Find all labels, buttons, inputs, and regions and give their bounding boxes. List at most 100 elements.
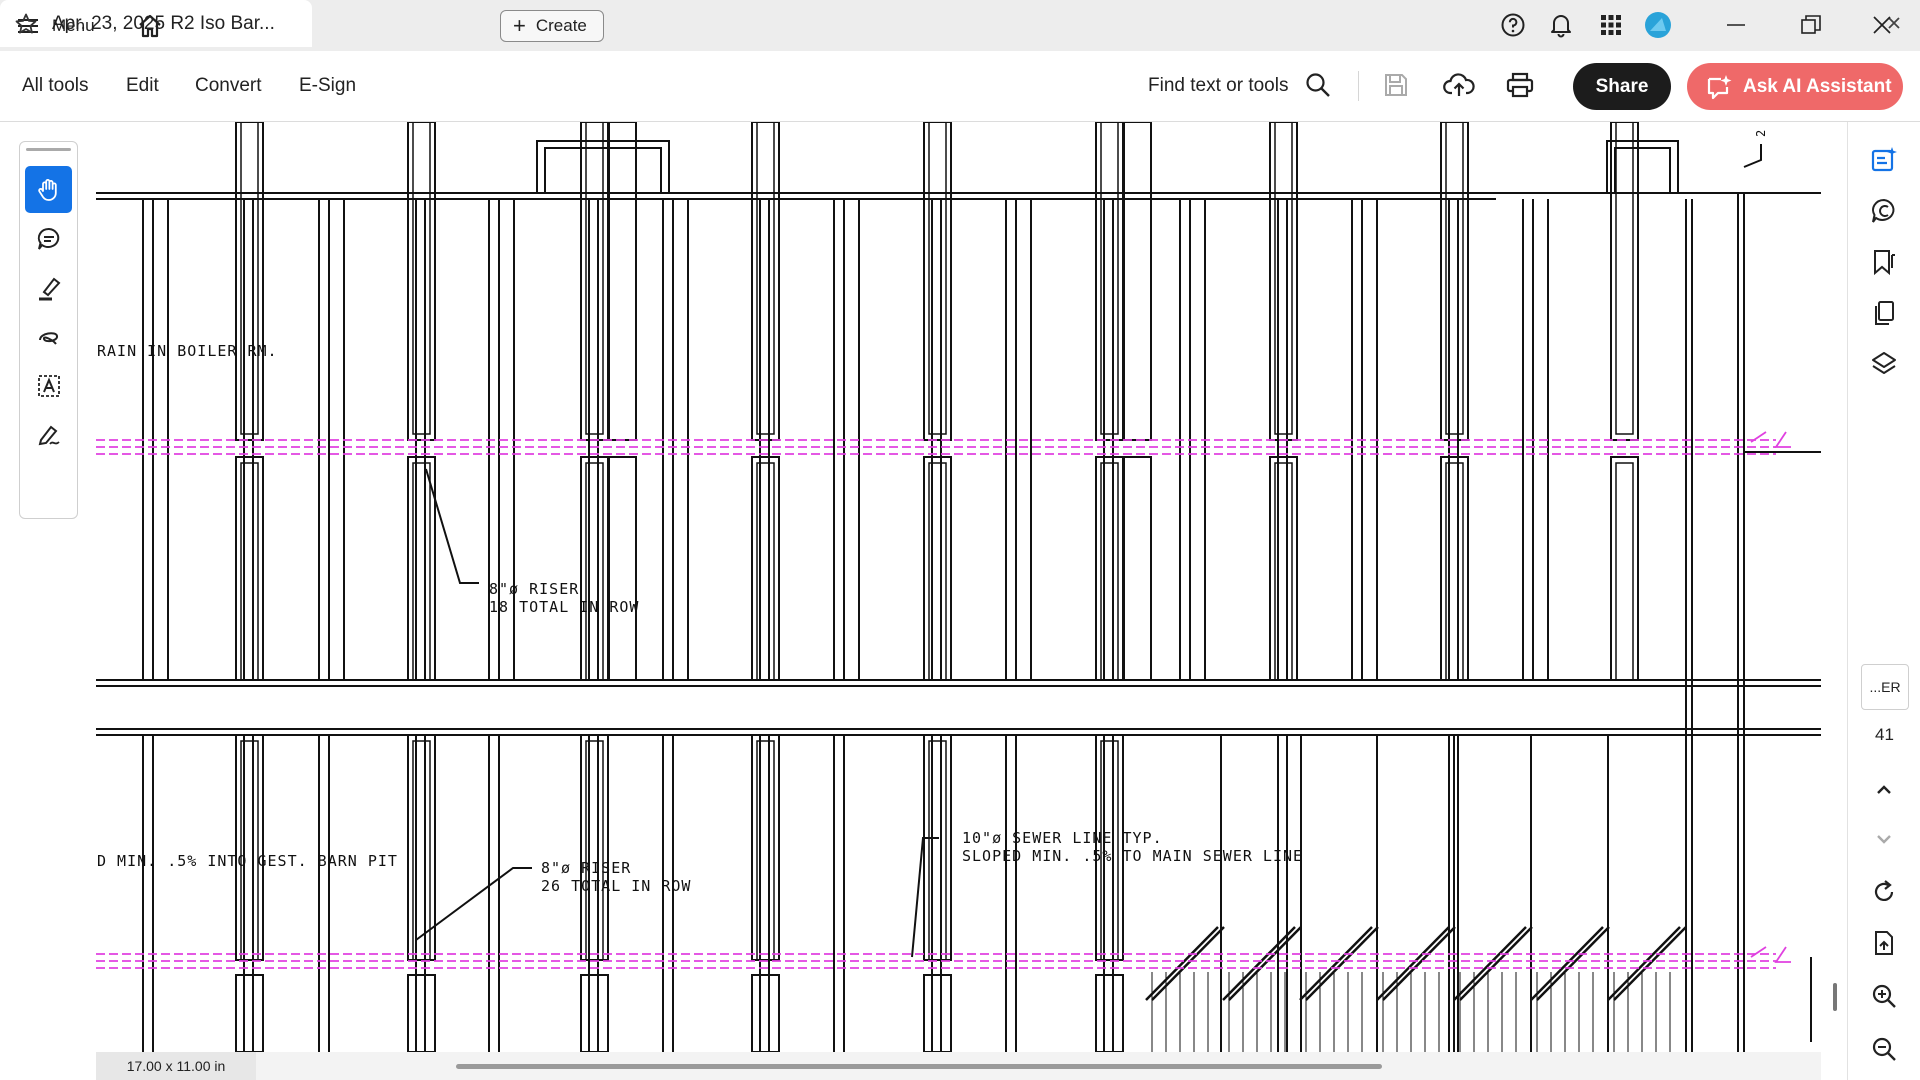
riser-pipe	[407, 974, 436, 1052]
document-canvas[interactable]: RAIN IN BOILER RM. 8"ø RISER 18 TOTAL IN…	[96, 122, 1821, 1052]
search-icon[interactable]	[1304, 71, 1332, 104]
minimize-icon[interactable]	[1725, 14, 1747, 41]
riser-pipe	[412, 122, 431, 435]
riser-pipe	[412, 740, 431, 961]
restore-icon[interactable]	[1800, 14, 1822, 41]
page-size-label: 17.00 x 11.00 in	[96, 1052, 256, 1080]
riser-pipe	[585, 122, 604, 435]
hatch-diagonal	[1607, 926, 1681, 1001]
zoom-in-icon[interactable]	[1870, 982, 1898, 1015]
right-panel-rail: ...ER 41	[1847, 122, 1920, 1080]
ask-ai-assistant-button[interactable]: Ask AI Assistant	[1687, 63, 1903, 110]
convert-menu[interactable]: Convert	[195, 75, 262, 96]
label-riser-bottom-1: 8"ø RISER	[541, 859, 631, 877]
esign-menu[interactable]: E-Sign	[299, 75, 357, 96]
help-icon[interactable]	[1500, 12, 1526, 43]
label-sewer-2: SLOPED MIN. .5% TO MAIN SEWER LINE	[962, 847, 1303, 865]
close-icon[interactable]	[1884, 13, 1904, 38]
edit-menu[interactable]: Edit	[126, 75, 159, 96]
upload-cloud-icon[interactable]	[1443, 71, 1475, 104]
file-export-icon[interactable]	[1870, 929, 1898, 962]
riser-pipe	[407, 122, 436, 441]
hatch-diagonal	[1151, 926, 1225, 1001]
pages-icon[interactable]	[1870, 299, 1898, 332]
comments-icon[interactable]	[1870, 197, 1898, 230]
riser-pipe	[751, 456, 780, 681]
highlighter-icon	[39, 277, 61, 301]
find-tools-button[interactable]: Find text or tools	[1148, 75, 1289, 96]
tab-title: Apr. 23, 2025 R2 Iso Bar...	[52, 13, 275, 34]
arrow-mark	[1774, 946, 1791, 963]
status-bar: 17.00 x 11.00 in	[96, 1052, 1821, 1080]
vertical-scrollbar[interactable]	[1833, 983, 1837, 1011]
hatch-diagonal	[1228, 926, 1302, 1001]
avatar[interactable]	[1644, 11, 1672, 44]
layers-icon[interactable]	[1870, 350, 1898, 383]
create-button[interactable]: + Create	[500, 10, 604, 42]
comment-tool[interactable]	[25, 215, 72, 262]
plus-icon: +	[513, 13, 526, 38]
riser-pipe	[1095, 456, 1124, 681]
chevron-down-icon[interactable]	[1870, 825, 1898, 858]
label-slope-pit: D MIN. .5% INTO GEST. BARN PIT	[97, 852, 398, 870]
riser-pipe	[1445, 462, 1464, 681]
draw-tool[interactable]	[25, 313, 72, 360]
riser-pipe	[756, 462, 775, 681]
tab-bar: Menu Apr. 23, 2025 R2 Iso Bar... + Creat…	[0, 0, 1920, 52]
hatch-diagonal	[1453, 926, 1527, 1001]
save-icon[interactable]	[1382, 71, 1410, 104]
arrow-mark	[1750, 431, 1767, 443]
all-tools-menu[interactable]: All tools	[22, 75, 89, 96]
page-number[interactable]: 41	[1875, 725, 1894, 744]
riser-pipe	[407, 456, 436, 681]
apps-grid-icon[interactable]	[1598, 12, 1624, 43]
document-tab[interactable]: Apr. 23, 2025 R2 Iso Bar...	[0, 0, 1900, 47]
share-button[interactable]: Share	[1573, 63, 1671, 110]
hatch-diagonal	[1459, 926, 1533, 1001]
riser-pipe	[235, 456, 264, 681]
riser-pipe	[585, 462, 604, 681]
riser-pipe	[923, 122, 952, 441]
freehand-icon	[39, 332, 58, 345]
ai-assistant-label: Ask AI Assistant	[1743, 76, 1892, 97]
hatch-diagonal	[1299, 926, 1373, 1001]
riser-pipe	[235, 974, 264, 1052]
bookmarks-icon[interactable]	[1870, 248, 1898, 281]
riser-pipe	[1095, 974, 1124, 1052]
hatch-diagonal	[1530, 926, 1604, 1001]
riser-pipe	[923, 974, 952, 1052]
sign-tool[interactable]	[25, 411, 72, 458]
riser-pipe	[235, 122, 264, 441]
label-corner-mark: 2	[1754, 129, 1768, 137]
page-thumbnail[interactable]: ...ER	[1861, 664, 1909, 710]
riser-pipe	[1440, 456, 1469, 681]
zoom-out-icon[interactable]	[1870, 1035, 1898, 1068]
riser-pipe	[751, 734, 780, 961]
ai-notes-icon[interactable]	[1870, 146, 1898, 179]
riser-pipe	[608, 456, 637, 681]
text-select-tool[interactable]	[25, 362, 72, 409]
hand-tool[interactable]	[25, 166, 72, 213]
riser-pipe	[1269, 456, 1298, 681]
window-close-icon[interactable]	[1871, 14, 1893, 41]
riser-pipe	[412, 462, 431, 681]
home-icon[interactable]	[136, 12, 164, 40]
highlight-tool[interactable]	[25, 264, 72, 311]
label-riser-top-1: 8"ø RISER	[489, 580, 579, 598]
print-icon[interactable]	[1505, 71, 1535, 104]
riser-pipe	[1445, 122, 1464, 435]
riser-pipe	[756, 740, 775, 961]
riser-pipe	[580, 974, 609, 1052]
hatch-diagonal	[1145, 926, 1219, 1001]
rail-grip[interactable]	[26, 148, 71, 151]
star-icon[interactable]	[14, 12, 38, 41]
riser-pipe	[580, 734, 609, 961]
toolbar: All tools Edit Convert E-Sign Find text …	[0, 51, 1920, 122]
comment-icon	[37, 227, 60, 250]
chevron-up-icon[interactable]	[1870, 776, 1898, 809]
horizontal-scrollbar[interactable]	[456, 1064, 1382, 1069]
rotate-icon[interactable]	[1870, 878, 1898, 911]
riser-pipe	[1123, 122, 1152, 441]
riser-pipe	[235, 734, 264, 961]
bell-icon[interactable]	[1548, 12, 1574, 43]
